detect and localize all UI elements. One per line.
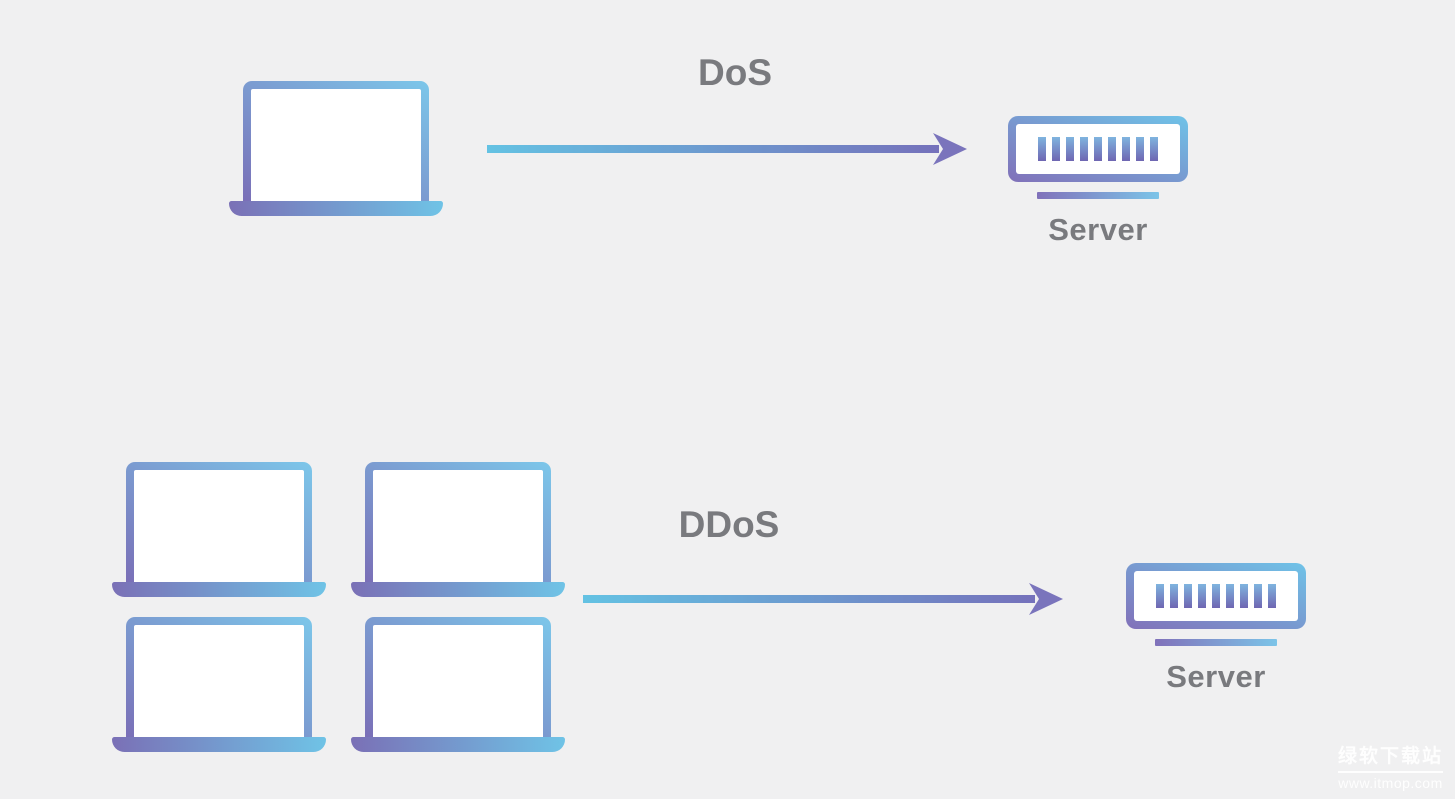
laptop-screen-inner	[134, 625, 304, 737]
ddos-label: DDoS	[678, 504, 780, 545]
arrow-right-icon	[487, 133, 967, 165]
server-vent	[1156, 584, 1164, 608]
laptop-base	[351, 737, 565, 752]
laptop-screen	[126, 462, 312, 582]
server-vent	[1108, 137, 1116, 161]
server-icon: Server	[1126, 563, 1306, 695]
laptop-screen-inner	[251, 89, 421, 201]
server-vent	[1080, 137, 1088, 161]
server-label: Server	[1166, 659, 1266, 694]
laptop-screen-inner	[373, 625, 543, 737]
server-vent	[1226, 584, 1234, 608]
server-vent	[1052, 137, 1060, 161]
laptop-screen	[243, 81, 429, 201]
server-vent	[1240, 584, 1248, 608]
laptop-screen	[365, 617, 551, 737]
laptop-screen	[126, 617, 312, 737]
server-vent	[1150, 137, 1158, 161]
server-vents	[1134, 571, 1298, 621]
laptop-screen-inner	[134, 470, 304, 582]
server-vent	[1198, 584, 1206, 608]
server-vent	[1184, 584, 1192, 608]
watermark-site-name: 绿软下载站	[1337, 746, 1443, 767]
laptop-icon	[351, 617, 565, 752]
server-vent	[1038, 137, 1046, 161]
laptop-base	[112, 582, 326, 597]
laptop-icon	[351, 462, 565, 597]
server-vents	[1016, 124, 1180, 174]
server-box	[1126, 563, 1306, 629]
server-icon: Server	[1008, 116, 1188, 248]
laptop-icon	[112, 617, 326, 752]
laptop-base	[112, 737, 326, 752]
dos-label: DoS	[698, 52, 772, 93]
watermark-divider	[1337, 771, 1443, 773]
server-vent	[1170, 584, 1178, 608]
laptop-icon	[229, 81, 443, 216]
laptop-screen-inner	[373, 470, 543, 582]
laptop-base	[351, 582, 565, 597]
watermark-site-url: www.itmop.com	[1338, 775, 1443, 791]
laptop-base	[229, 201, 443, 216]
arrow-right-icon	[583, 583, 1063, 615]
server-underline	[1155, 639, 1277, 646]
server-vent	[1254, 584, 1262, 608]
server-box	[1008, 116, 1188, 182]
server-vent	[1122, 137, 1130, 161]
server-vent	[1066, 137, 1074, 161]
server-vent	[1094, 137, 1102, 161]
server-underline	[1037, 192, 1159, 199]
server-vent	[1212, 584, 1220, 608]
server-label: Server	[1048, 212, 1148, 247]
server-vent	[1136, 137, 1144, 161]
laptop-screen	[365, 462, 551, 582]
watermark: 绿软下载站 www.itmop.com	[1337, 741, 1443, 791]
server-vent	[1268, 584, 1276, 608]
laptop-icon	[112, 462, 326, 597]
